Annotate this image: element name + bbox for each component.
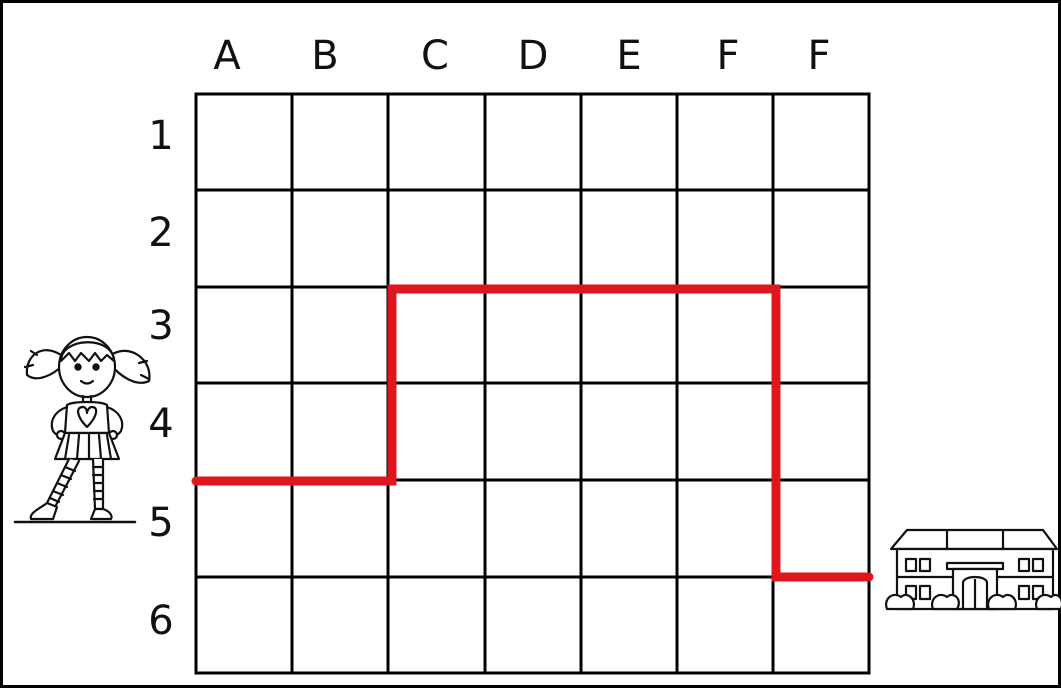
row-label: 3 (148, 303, 173, 349)
column-label: E (616, 33, 641, 79)
row-label: 2 (148, 210, 173, 256)
diagram-canvas: A B C D E F F 1 2 3 4 5 6 (3, 3, 1061, 691)
row-label: 4 (148, 401, 173, 447)
column-label: B (311, 33, 338, 79)
column-label: C (421, 33, 449, 79)
grid (196, 94, 869, 673)
column-label: F (807, 33, 830, 79)
row-label: 1 (148, 113, 173, 159)
school-building-icon (886, 530, 1061, 609)
row-labels: 1 2 3 4 5 6 (148, 113, 173, 644)
column-labels: A B C D E F F (213, 33, 830, 79)
row-label: 5 (148, 500, 173, 546)
column-label: D (518, 33, 549, 79)
girl-icon (15, 337, 149, 522)
row-label: 6 (148, 598, 173, 644)
red-route-path (196, 289, 869, 577)
column-label: F (716, 33, 739, 79)
column-label: A (213, 33, 241, 79)
